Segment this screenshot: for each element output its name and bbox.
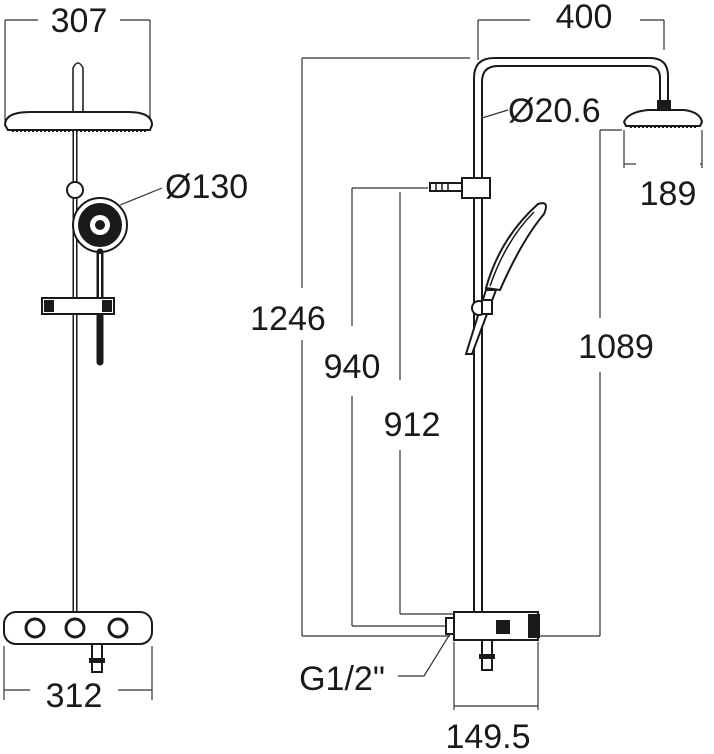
dim-mixer-depth-side: 149.5: [445, 718, 530, 754]
slider-holder-front: [41, 297, 115, 315]
dim-total-height: 1246: [250, 300, 326, 338]
dim-312-lines: [3, 646, 153, 700]
thermostatic-mixer-front: [3, 611, 153, 673]
dim-head-depth-side: 189: [640, 175, 697, 213]
dim-inlet-thread: G1/2": [299, 660, 385, 698]
dim-handshower-diameter: Ø130: [165, 168, 248, 206]
hand-shower-side: [464, 202, 547, 355]
dim-head-height: 1089: [578, 328, 654, 366]
dim-400-lines: [477, 19, 665, 60]
dim-940-lines: [351, 187, 454, 627]
hand-shower-front: [72, 197, 128, 366]
dim-1246-lines: [301, 57, 470, 637]
side-view: 400 Ø20.6 189: [250, 0, 704, 754]
dim-head-width-front: 307: [51, 2, 108, 40]
leader-g12: [398, 633, 451, 677]
dim-307-lines: [4, 19, 151, 122]
rain-shower-head-side: [622, 100, 704, 128]
dim-1089-lines: [540, 129, 622, 637]
dim-holder-height-940: 940: [324, 348, 381, 386]
dim-189-lines: [623, 130, 703, 168]
wall-bracket-side: [429, 177, 491, 199]
dim-holder-height-912: 912: [384, 406, 441, 444]
dim-pipe-diameter: Ø20.6: [508, 92, 601, 130]
leader-20-6: [481, 109, 509, 119]
dim-arm-length: 400: [556, 0, 613, 36]
dim-mixer-width-front: 312: [46, 677, 103, 715]
dim-912-lines: [399, 192, 454, 615]
leader-130: [119, 187, 163, 206]
rain-shower-head-front: [3, 62, 154, 132]
thermostatic-mixer-side: [445, 611, 540, 671]
pipe-joint-front: [66, 181, 84, 199]
front-view: 307 Ø130: [3, 2, 248, 715]
riser-arm-side: [473, 57, 669, 612]
dim-149-5-lines: [453, 642, 539, 710]
